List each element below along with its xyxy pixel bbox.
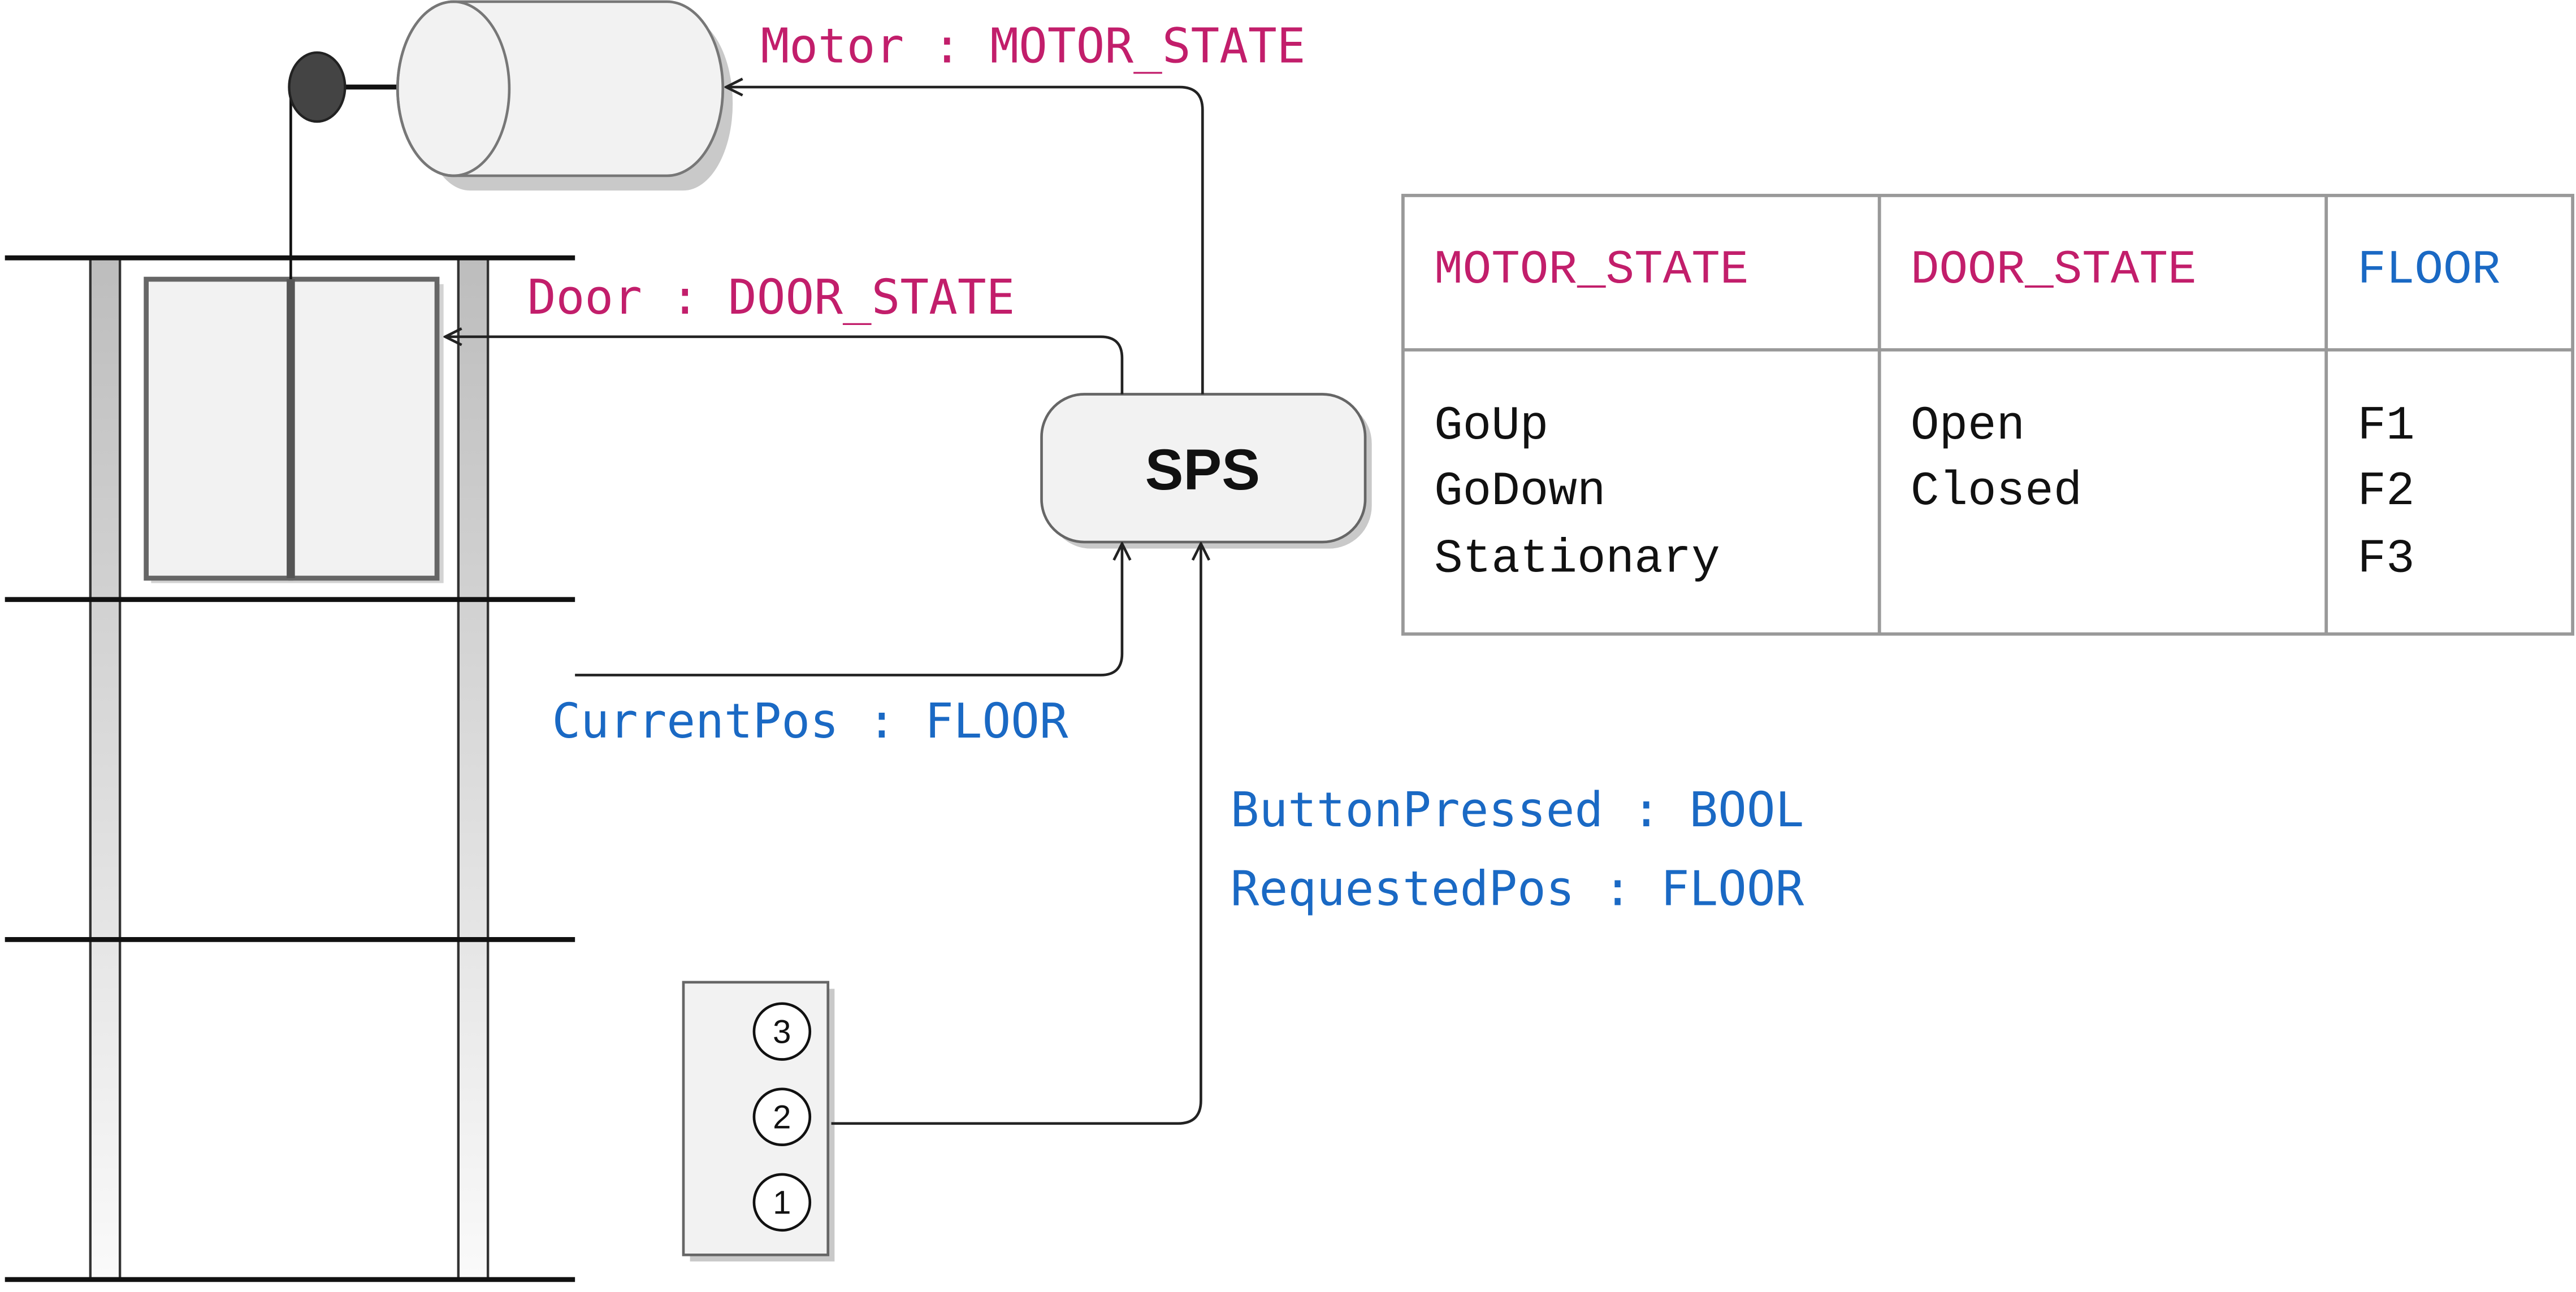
floor-button-2[interactable]: 2 xyxy=(752,1087,812,1146)
button-pressed-label: ButtonPressed : BOOL xyxy=(1231,782,1804,838)
table-cell: Closed xyxy=(1911,465,2082,519)
table-cell: GoUp xyxy=(1434,400,1548,453)
floor-button-2-label: 2 xyxy=(773,1099,791,1136)
elevator-cabin xyxy=(144,276,444,583)
floor-button-1-label: 1 xyxy=(773,1185,791,1221)
door-signal-arrow xyxy=(445,337,1124,394)
pulley-icon xyxy=(288,51,347,123)
type-table: MOTOR_STATE DOOR_STATE FLOOR GoUp GoDown… xyxy=(1401,193,2575,636)
right-rail xyxy=(457,257,490,1281)
sps-controller: SPS xyxy=(1040,393,1372,549)
motor-cylinder-icon xyxy=(396,0,733,191)
door-right-panel xyxy=(288,276,440,581)
motor-signal-arrow xyxy=(726,87,1204,394)
table-header-motor-state: MOTOR_STATE xyxy=(1434,244,1748,297)
button-signal-arrow xyxy=(831,544,1201,1125)
motor-label: Motor : MOTOR_STATE xyxy=(761,18,1306,73)
table-header-door-state: DOOR_STATE xyxy=(1911,244,2197,297)
current-pos-signal-arrow xyxy=(575,544,1122,677)
door-label: Door : DOOR_STATE xyxy=(527,270,1015,325)
table-header-floor: FLOOR xyxy=(2357,244,2500,297)
table-cell: GoDown xyxy=(1434,465,1605,519)
table-cell: F1 xyxy=(2357,400,2414,453)
floor-button-3[interactable]: 3 xyxy=(752,1002,812,1061)
current-pos-label: CurrentPos : FLOOR xyxy=(552,693,1068,749)
call-button-panel: 3 2 1 xyxy=(682,981,835,1261)
sps-label: SPS xyxy=(1145,437,1261,502)
table-cell: Open xyxy=(1911,400,2025,453)
door-left-panel xyxy=(144,276,293,581)
left-rail xyxy=(89,257,122,1281)
table-cell: F2 xyxy=(2357,465,2414,519)
floor-button-1[interactable]: 1 xyxy=(752,1173,812,1232)
elevator-shaft xyxy=(5,255,575,1282)
table-cell: F3 xyxy=(2357,532,2414,586)
table-cell: Stationary xyxy=(1434,532,1720,586)
requested-pos-label: RequestedPos : FLOOR xyxy=(1231,861,1804,916)
floor-button-3-label: 3 xyxy=(773,1013,791,1050)
